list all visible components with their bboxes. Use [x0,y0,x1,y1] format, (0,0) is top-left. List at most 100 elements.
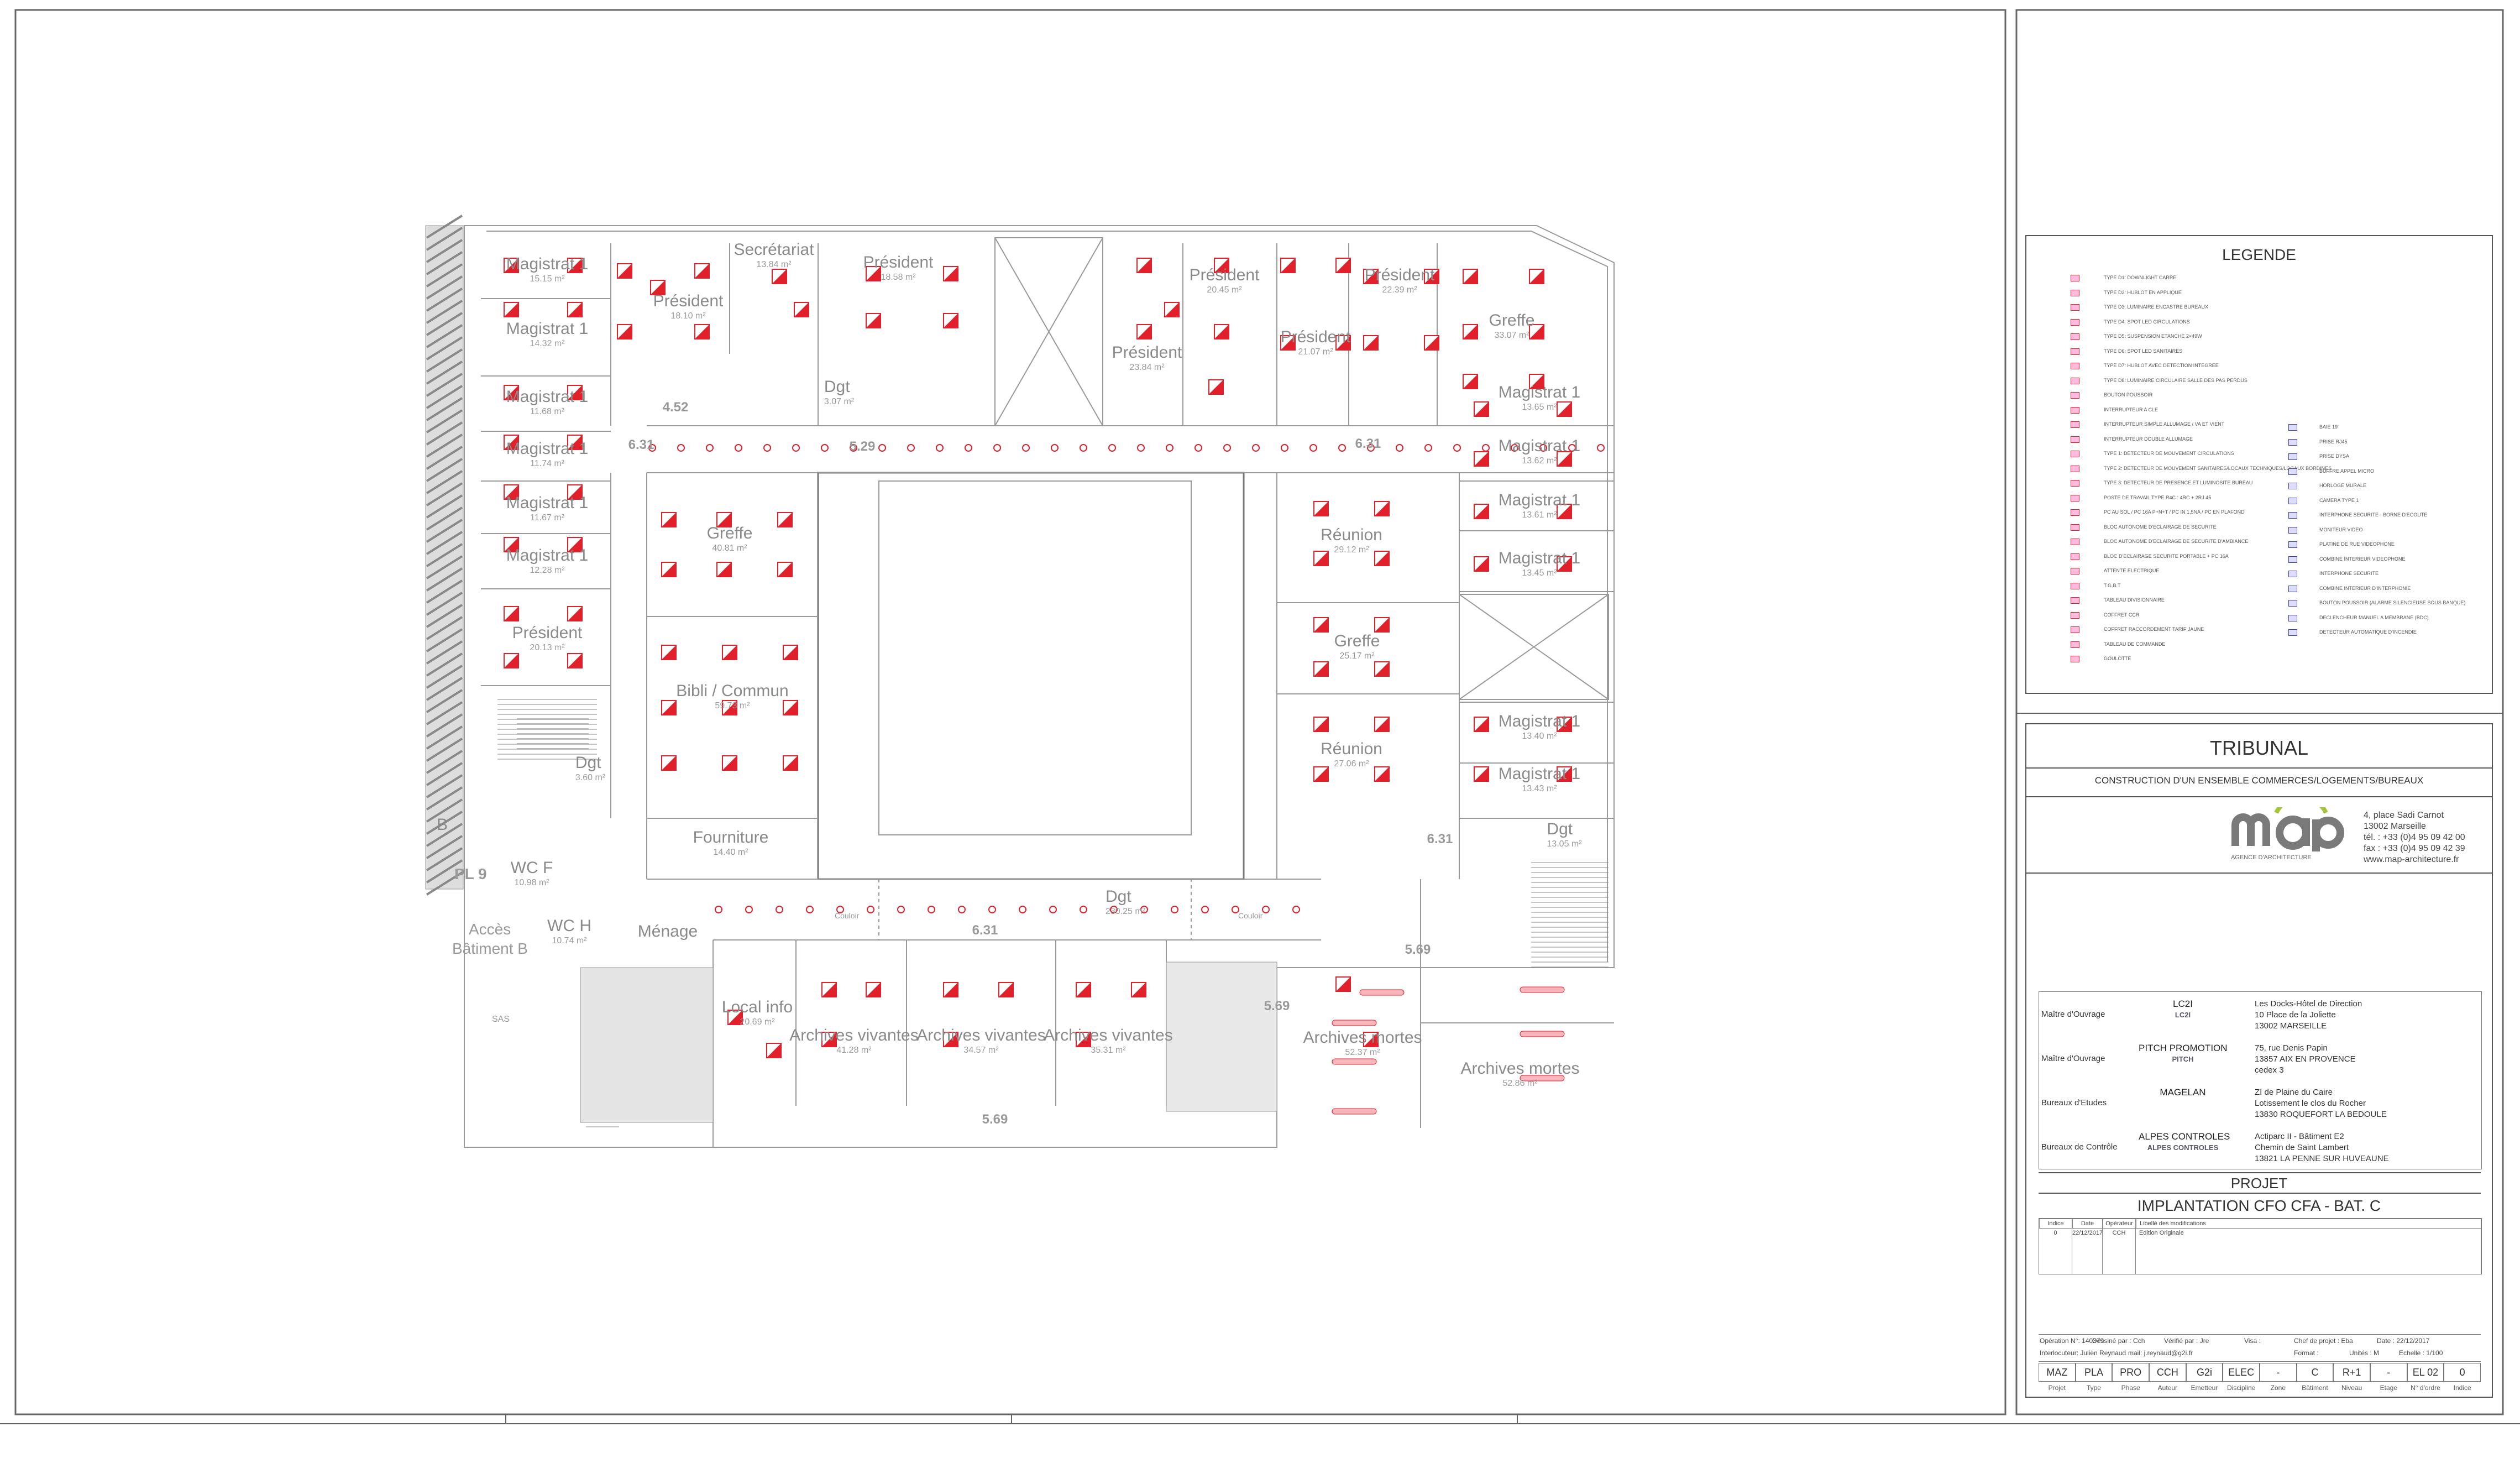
luminaire-symbol [777,562,793,577]
actor-name: MAGELAN [2160,1087,2206,1098]
legend-symbol [2071,494,2079,501]
room-area: 20.69 m² [740,1017,775,1027]
legend-item: GOULOTTE [2104,656,2131,661]
luminaire-symbol [1557,504,1572,519]
map-logo-mark [2231,795,2344,851]
actor-name: PITCH PROMOTION [2139,1043,2228,1053]
luminaire-symbol [1313,766,1329,782]
room-area: 13.84 m² [756,260,792,269]
luminaire-symbol [504,302,519,317]
legend-item: T.G.B.T [2104,582,2121,588]
corridor-spot [1597,444,1605,452]
room-name: Archives vivantes [916,1026,1046,1044]
legend-item: INTERRUPTEUR DOUBLE ALLUMAGE [2104,436,2193,442]
corridor-spot [993,444,1001,452]
luminaire-symbol [943,1032,958,1047]
side-label-acces: Accès [469,921,511,938]
luminaire-symbol [504,484,519,500]
luminaire-symbol [866,266,881,281]
legend-symbol [2071,392,2079,399]
luminaire-symbol [1557,401,1572,417]
luminaire-symbol [783,700,798,715]
corridor-spot [836,906,844,913]
luminaire-symbol [821,982,837,997]
legend-symbol [2071,582,2079,589]
legend-item: PLATINE DE RUE VIDEOPHONE [2319,541,2395,547]
luminaire-symbol [1374,661,1390,677]
legend-item: DECLENCHEUR MANUEL A MEMBRANE (BDC) [2319,614,2429,620]
actor-role: Maître d'Ouvrage [2041,1054,2105,1063]
room-area: 41.28 m² [836,1046,872,1055]
map-logo-sub: AGENCE D'ARCHITECTURE [2231,854,2312,861]
luminaire-symbol [1076,1032,1091,1047]
legend-symbol [2071,656,2079,662]
suspension-luminaire [1332,1108,1377,1115]
level-label: 5.69 [982,1112,1008,1127]
room-name: Archives mortes [1303,1028,1422,1047]
luminaire-symbol [1313,661,1329,677]
revision-header: Indice [2039,1219,2072,1229]
corridor-spot [1171,906,1178,913]
luminaire-symbol [1557,451,1572,467]
luminaire-symbol [694,263,710,279]
legend-item: TABLEAU DIVISIONNAIRE [2104,597,2165,603]
room-name: Magistrat 1 [506,255,589,273]
luminaire-symbol [1424,269,1439,284]
legend-item: TYPE D6: SPOT LED SANITAIRES [2104,348,2183,354]
corridor-spot [1367,444,1375,452]
corridor-spot [1022,444,1030,452]
room-area: 23.84 m² [1129,363,1165,372]
code-cell: PLA [2075,1363,2113,1382]
project-panel: TRIBUNAL CONSTRUCTION D'UN ENSEMBLE COMM… [2025,723,2493,1398]
corridor-spot [1232,906,1239,913]
luminaire-symbol [567,606,583,621]
room-area: 11.68 m² [530,407,564,416]
code-cell: EL 02 [2407,1363,2444,1382]
room-area: 11.67 m² [530,513,564,522]
legend-symbol [2071,318,2079,326]
room-area: 59.73 m² [715,701,750,710]
luminaire-symbol [1463,324,1478,339]
legend-symbol [2071,421,2079,428]
legend-item: MONITEUR VIDEO [2319,526,2363,532]
corridor-spot [988,906,996,913]
corridor-spot [677,444,685,452]
luminaire-symbol [1529,374,1544,389]
luminaire-symbol [1374,766,1390,782]
luminaire-symbol [783,645,798,660]
legend-item: COMBINE INTERIEUR D'INTERPHONIE [2319,585,2411,591]
legend-symbol [2288,600,2297,607]
corridor-spot [1281,444,1288,452]
legend-item: BAIE 19" [2319,424,2340,430]
luminaire-symbol [1374,717,1390,732]
luminaire-symbol [1557,556,1572,572]
luminaire-symbol [1076,982,1091,997]
room-name: Président [1280,328,1351,346]
suspension-luminaire [1359,989,1405,996]
side-label-batiment-b: Bâtiment B [452,940,528,957]
room-name: Archives vivantes [1044,1026,1173,1044]
room-area: 29.12 m² [1334,545,1369,555]
corridor-spot [1201,906,1209,913]
sas-label: SAS [492,1015,510,1024]
code-label: Emetteur [2191,1384,2218,1392]
actor-role: Maître d'Ouvrage [2041,1010,2105,1019]
legend-symbol [2071,524,2079,531]
code-cell: G2i [2186,1363,2223,1382]
legend-item: TYPE D8: LUMINAIRE CIRCULAIRE SALLE DES … [2104,377,2247,383]
code-label: Type [2086,1384,2101,1392]
info-field: Dessiné par : Cch [2092,1337,2145,1345]
luminaire-symbol [1280,258,1296,273]
room-label: Ménage [638,923,698,940]
code-cell: - [2260,1363,2297,1382]
